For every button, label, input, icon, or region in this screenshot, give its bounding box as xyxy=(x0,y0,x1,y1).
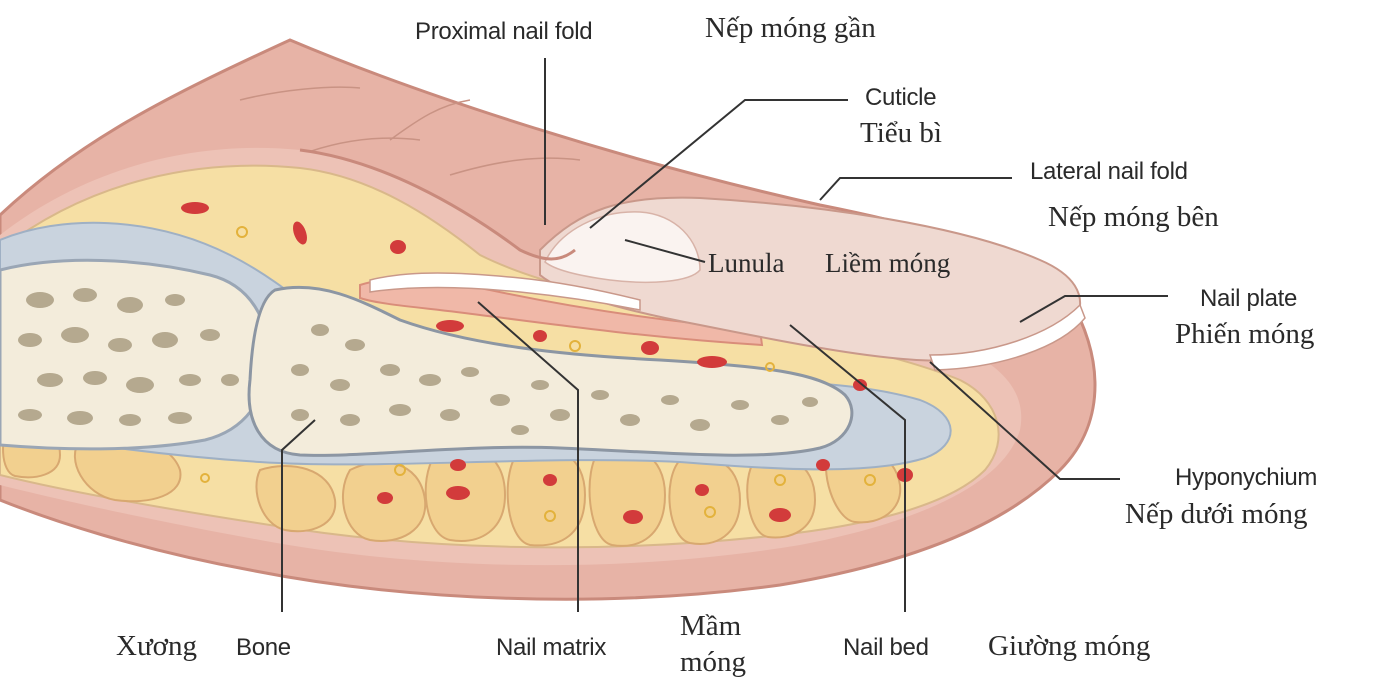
nail-matrix-vi-label-1: Mầm xyxy=(680,612,741,641)
proximal-nail-fold-label: Proximal nail fold xyxy=(415,20,592,44)
nail-bed-label: Nail bed xyxy=(843,636,929,660)
lunula-label: Lunula xyxy=(708,250,784,277)
hyponychium-label: Hyponychium xyxy=(1175,466,1317,490)
hyponychium-vi-label: Nếp dưới móng xyxy=(1125,500,1307,529)
nail-plate-vi-label: Phiến móng xyxy=(1175,320,1314,349)
lateral-nail-fold-vi-label: Nếp móng bên xyxy=(1048,203,1219,232)
nail-matrix-vi-label-2: móng xyxy=(680,648,746,677)
nail-plate-label: Nail plate xyxy=(1200,287,1297,311)
lateral-nail-fold-label: Lateral nail fold xyxy=(1030,160,1188,184)
bone-vi-label: Xương xyxy=(116,632,197,661)
lunula-vi-label: Liềm móng xyxy=(825,250,950,277)
cuticle-label: Cuticle xyxy=(865,86,936,110)
nail-matrix-label: Nail matrix xyxy=(496,636,606,660)
nail-bed-vi-label: Giường móng xyxy=(988,632,1150,661)
bone-label: Bone xyxy=(236,636,291,660)
proximal-nail-fold-vi-label: Nếp móng gần xyxy=(705,14,876,43)
cuticle-vi-label: Tiểu bì xyxy=(860,119,942,148)
